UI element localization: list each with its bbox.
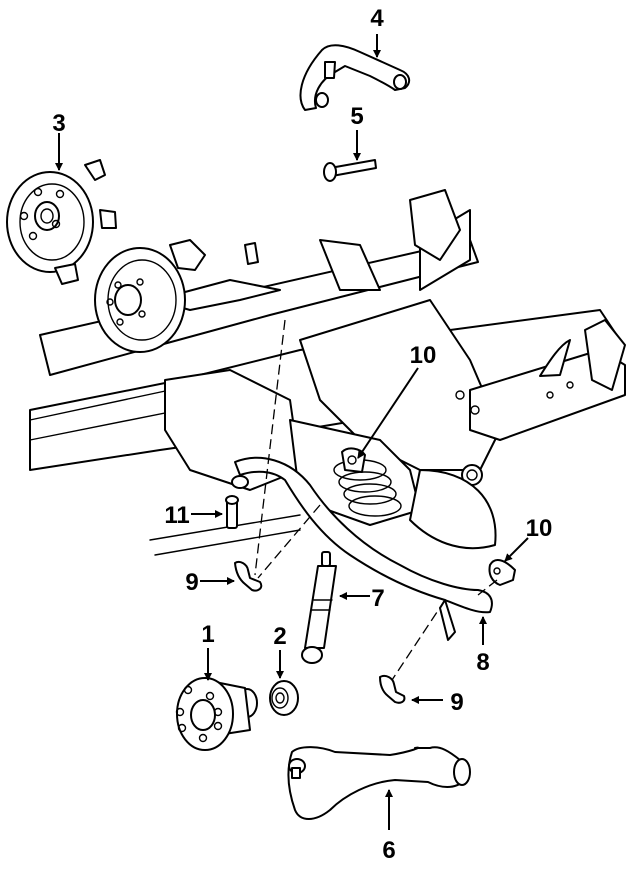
part-stabilizer-link bbox=[225, 475, 249, 529]
leader-10b bbox=[504, 537, 529, 562]
callout-9-left: 9 bbox=[185, 569, 198, 596]
assembly-line bbox=[477, 579, 498, 596]
callout-8: 8 bbox=[476, 649, 489, 676]
coil-spring bbox=[333, 459, 402, 517]
assembly-line bbox=[391, 599, 446, 681]
part-hub bbox=[175, 677, 258, 751]
assembly-line bbox=[254, 319, 286, 576]
part-bracket-left bbox=[234, 560, 263, 592]
part-bearing-seal bbox=[269, 680, 299, 716]
part-bushing-right bbox=[488, 558, 516, 586]
part-hub-rotor-assembly bbox=[6, 159, 117, 285]
callout-5: 5 bbox=[350, 103, 363, 130]
callout-4: 4 bbox=[370, 5, 384, 32]
callout-10-right: 10 bbox=[526, 515, 553, 542]
callout-1: 1 bbox=[201, 621, 214, 648]
callout-9-right: 9 bbox=[450, 689, 463, 716]
frame-assembly bbox=[29, 189, 626, 556]
callout-labels: 4 5 3 10 10 11 9 7 8 9 1 2 6 bbox=[52, 5, 552, 864]
leaders bbox=[55, 34, 529, 830]
callout-6: 6 bbox=[382, 837, 395, 864]
callout-11: 11 bbox=[164, 502, 189, 529]
part-bolt bbox=[323, 159, 377, 182]
callout-2: 2 bbox=[273, 623, 286, 650]
callout-7: 7 bbox=[371, 585, 384, 612]
callout-10-center: 10 bbox=[410, 342, 437, 369]
callout-3: 3 bbox=[52, 110, 65, 137]
part-lower-control-arm bbox=[287, 746, 471, 820]
leader-10a bbox=[357, 367, 419, 459]
part-shock-absorber bbox=[301, 551, 337, 664]
part-stabilizer-bar bbox=[234, 456, 493, 641]
part-bracket-right bbox=[379, 674, 406, 704]
assembly-line bbox=[257, 504, 321, 579]
installed-rotor bbox=[94, 239, 259, 353]
part-upper-control-arm bbox=[299, 44, 411, 111]
